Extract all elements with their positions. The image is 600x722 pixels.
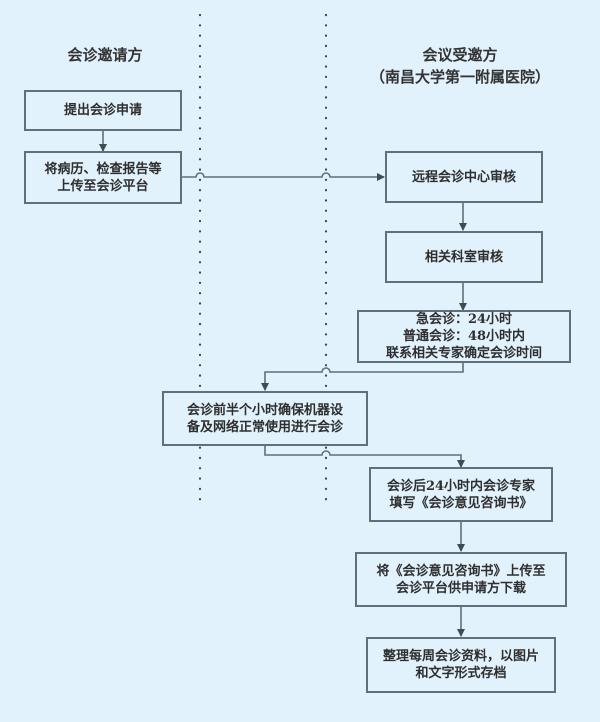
step-archive: 整理每周会诊资料，以图片 和文字形式存档 [366, 637, 556, 693]
step-submit-request: 提出会诊申请 [24, 90, 182, 131]
lane-title-invitee-line1: 会议受邀方 [422, 46, 498, 64]
step-equipment-check: 会诊前半个小时确保机器设 备及网络正常使用进行会诊 [162, 391, 368, 446]
step-text: 提出会诊申请 [63, 103, 142, 118]
lane-title-requester: 会诊邀请方 [40, 44, 170, 66]
step-expert-opinion: 会诊后24小时内会诊专家 填写《会诊意见咨询书》 [369, 467, 553, 522]
step-text: 急会诊：24小时 [415, 312, 513, 327]
step-department-review: 相关科室审核 [385, 231, 543, 283]
step-text: 会诊后24小时内会诊专家 [386, 478, 536, 494]
step-text: 填写《会诊意见咨询书》 [389, 495, 533, 511]
step-text: 相关科室审核 [424, 249, 503, 265]
step-schedule: 急会诊：24小时 普通会诊：48小时内 联系相关专家确定会诊时间 [357, 310, 571, 363]
step-text: 会诊平台供申请方下载 [395, 580, 526, 596]
step-upload-opinion: 将《会诊意见咨询书》上传至 会诊平台供申请方下载 [355, 552, 567, 607]
step-center-review: 远程会诊中心审核 [385, 151, 543, 203]
step-text: 备及网络正常使用进行会诊 [186, 419, 343, 435]
step-text: 会诊前半个小时确保机器设 [186, 402, 343, 418]
step-text: 普通会诊：48小时内 [402, 329, 526, 344]
step-text: 整理每周会诊资料，以图片 [382, 649, 539, 664]
step-text: 上传至会诊平台 [57, 178, 149, 194]
connector-equipment-to-expert [264, 446, 465, 468]
step-text: 将病历、检查报告等 [44, 161, 162, 177]
step-text: 联系相关专家确定会诊时间 [385, 346, 542, 361]
step-text: 将《会诊意见咨询书》上传至 [376, 563, 546, 579]
lane-title-requester-text: 会诊邀请方 [67, 46, 143, 64]
lane-title-invitee: 会议受邀方 （南昌大学第一附属医院） [360, 44, 560, 88]
connector-schedule-to-equipment [261, 362, 464, 391]
step-upload-records: 将病历、检查报告等 上传至会诊平台 [24, 151, 182, 204]
step-text: 远程会诊中心审核 [411, 169, 516, 185]
step-text: 和文字形式存档 [415, 666, 507, 681]
lane-title-invitee-line2: （南昌大学第一附属医院） [369, 68, 550, 86]
connector-upload-to-center [182, 172, 385, 181]
